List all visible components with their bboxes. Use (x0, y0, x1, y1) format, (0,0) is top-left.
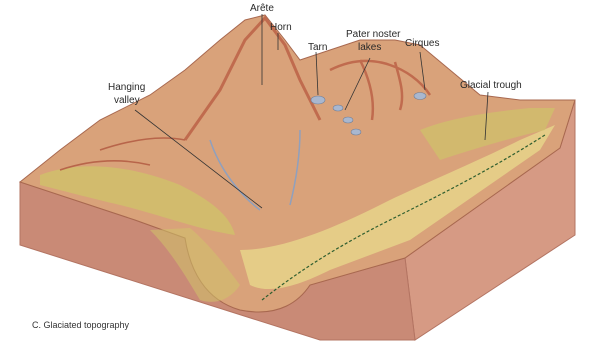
paternoster-lake-3 (351, 129, 361, 135)
label-paternoster-line2: lakes (358, 42, 381, 53)
cirque-lake (414, 93, 426, 100)
label-arete: Arête (250, 3, 274, 14)
tarn-lake (311, 96, 325, 104)
paternoster-lake-2 (343, 117, 353, 123)
label-tarn: Tarn (308, 42, 327, 53)
label-glacial-trough: Glacial trough (460, 80, 522, 91)
label-cirques: Cirques (405, 38, 439, 49)
label-hanging-valley-line2: valley (114, 95, 140, 106)
label-paternoster-line1: Pater noster (346, 29, 401, 40)
label-horn: Horn (270, 22, 292, 33)
label-hanging-valley-line1: Hanging (108, 82, 145, 93)
paternoster-lake-1 (333, 105, 343, 111)
figure-caption: C. Glaciated topography (32, 320, 130, 330)
